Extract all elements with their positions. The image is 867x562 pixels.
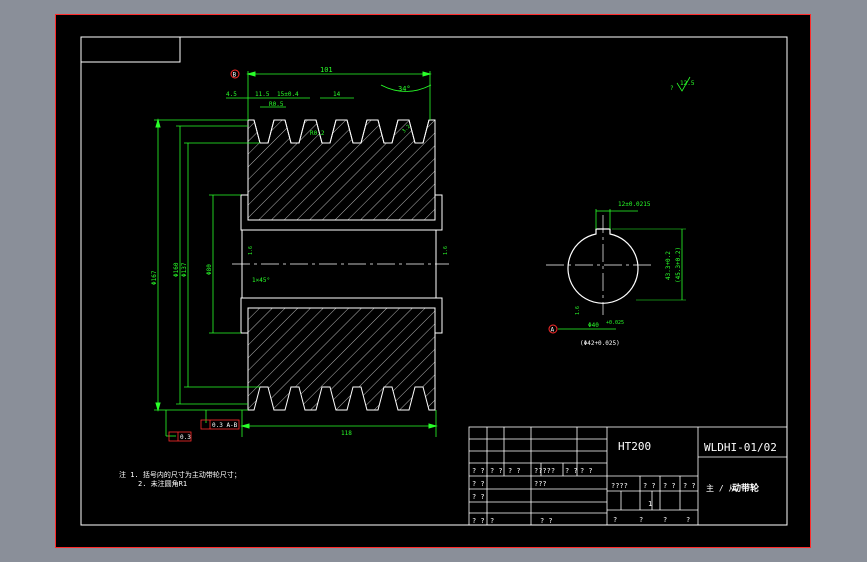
svg-text:0.3 A-B: 0.3 A-B (212, 422, 238, 429)
title-block-placeholders: ? ? ? ? ? ? ????? ? ? ? ? ? ? ??? ? ? ? … (472, 467, 696, 525)
part-name: 动带轮 (732, 482, 759, 494)
code-box (81, 37, 181, 63)
dim-groove-width: 14 (333, 91, 341, 98)
svg-text:? ?: ? ? (565, 467, 578, 475)
dim-groove-angle: 34° (398, 85, 411, 93)
dim-dia-outer: Φ167 (151, 270, 158, 285)
dim-dia-pitch: Φ160 (173, 262, 180, 277)
dim-r05: R0.5 (269, 101, 284, 108)
svg-text:? ?: ? ? (663, 482, 676, 490)
dim-r02: R0.2 (310, 130, 325, 137)
note-line-2: 2. 未注圆角R1 (138, 479, 187, 488)
bore-keyway (567, 228, 639, 304)
svg-text:? ?: ? ? (580, 467, 593, 475)
title-block (468, 426, 788, 526)
svg-text:????: ???? (611, 482, 628, 490)
part-name-prefix: 主 / 从 (706, 483, 736, 493)
roughness-general: ? 12.5 (670, 76, 695, 92)
svg-text:? ?: ? ? (540, 517, 553, 525)
dim-width-total: 101 (320, 66, 333, 74)
dim-bore-dia-alt: (Φ42+0.025) (580, 340, 620, 347)
svg-text:12.5: 12.5 (680, 80, 695, 87)
end-view (546, 209, 686, 334)
dim-pitch-first: 11.5 (255, 91, 270, 98)
roughness-bore-right: 1.6 (443, 246, 449, 255)
svg-text:???: ??? (534, 480, 547, 488)
svg-text:?: ? (686, 516, 690, 524)
pulley-section-view (232, 119, 449, 411)
svg-text:?: ? (490, 517, 494, 525)
runout-frame: 0.3 A-B (200, 419, 240, 430)
svg-text:?????: ????? (534, 467, 555, 475)
roughness-groove: 3.2 (401, 124, 412, 135)
drawing-border (80, 36, 788, 526)
dim-bore-tol: +0.025 (606, 320, 624, 326)
svg-text:? ?: ? ? (490, 467, 503, 475)
svg-text:? ?: ? ? (472, 467, 485, 475)
datum-b: B (233, 72, 237, 79)
dim-pitch-groove: 15±0.4 (277, 91, 299, 98)
svg-text:? ?: ? ? (472, 480, 485, 488)
dimensions-main (154, 71, 437, 437)
drawing-number: WLDHI-01/02 (704, 441, 777, 454)
roughness-bore-left: 1.6 (248, 246, 254, 255)
svg-text:?: ? (613, 516, 617, 524)
material: HT200 (618, 440, 651, 453)
dim-key-width: 12±0.0215 (618, 201, 651, 208)
svg-text:?: ? (663, 516, 667, 524)
dim-dia-root: Φ137 (181, 262, 188, 277)
dim-bore-dia: Φ40 (588, 322, 599, 329)
flatness-frame: 0.3 (168, 431, 192, 442)
svg-text:?: ? (670, 85, 674, 92)
datum-a: A (551, 327, 555, 334)
cad-viewport[interactable]: B 101 34° 4.5 11.5 15±0.4 14 R0.5 R0.2 Φ… (55, 14, 811, 548)
roughness-end: 1.6 (575, 306, 581, 315)
svg-text:? ?: ? ? (472, 493, 485, 501)
dim-chamfer: 1×45° (252, 277, 270, 284)
dim-offset-left: 4.5 (226, 91, 237, 98)
drawing-sheet: B 101 34° 4.5 11.5 15±0.4 14 R0.5 R0.2 Φ… (80, 36, 788, 526)
svg-text:? ?: ? ? (683, 482, 696, 490)
dim-key-depth: 43.3+0.2 (665, 251, 672, 280)
dim-key-depth-alt: (45.3+0.2) (675, 247, 682, 283)
svg-text:0.3: 0.3 (180, 434, 191, 441)
svg-text:?: ? (639, 516, 643, 524)
note-line-1: 注 1. 括号内的尺寸为主动带轮尺寸； (119, 470, 241, 479)
dim-dia-hub: Φ80 (206, 264, 213, 275)
svg-text:? ?: ? ? (472, 517, 485, 525)
svg-text:? ?: ? ? (508, 467, 521, 475)
dim-hub-length: 118 (341, 430, 352, 437)
svg-text:? ?: ? ? (643, 482, 656, 490)
scale-value: 1 (648, 500, 652, 508)
